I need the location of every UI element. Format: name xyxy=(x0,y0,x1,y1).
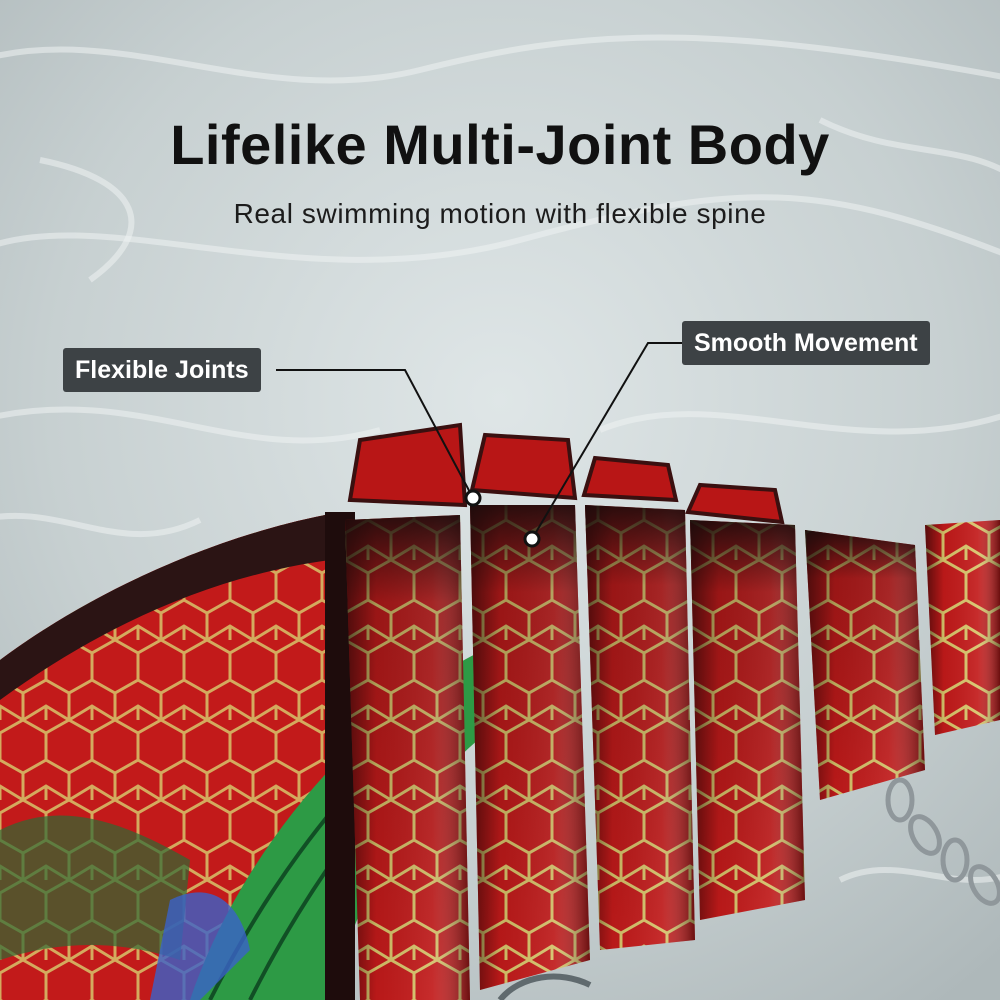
callout-leader-left xyxy=(276,369,482,507)
callout-leader-right xyxy=(523,342,682,548)
page-subtitle: Real swimming motion with flexible spine xyxy=(233,198,767,229)
lure-segment-6 xyxy=(925,520,1000,735)
water-caustics xyxy=(0,34,1000,883)
callout-smooth-movement: Smooth Movement xyxy=(682,321,930,365)
page-title: Lifelike Multi-Joint Body xyxy=(170,113,830,176)
callout-flexible-joints: Flexible Joints xyxy=(63,348,261,392)
lure-segment-3 xyxy=(581,455,695,950)
lure-segment-5 xyxy=(805,530,925,800)
treble-hook-chain xyxy=(497,777,1000,1000)
lure-segment-4 xyxy=(685,482,805,920)
lure-segment-2 xyxy=(469,432,590,990)
lure-segment-1 xyxy=(345,422,470,1000)
